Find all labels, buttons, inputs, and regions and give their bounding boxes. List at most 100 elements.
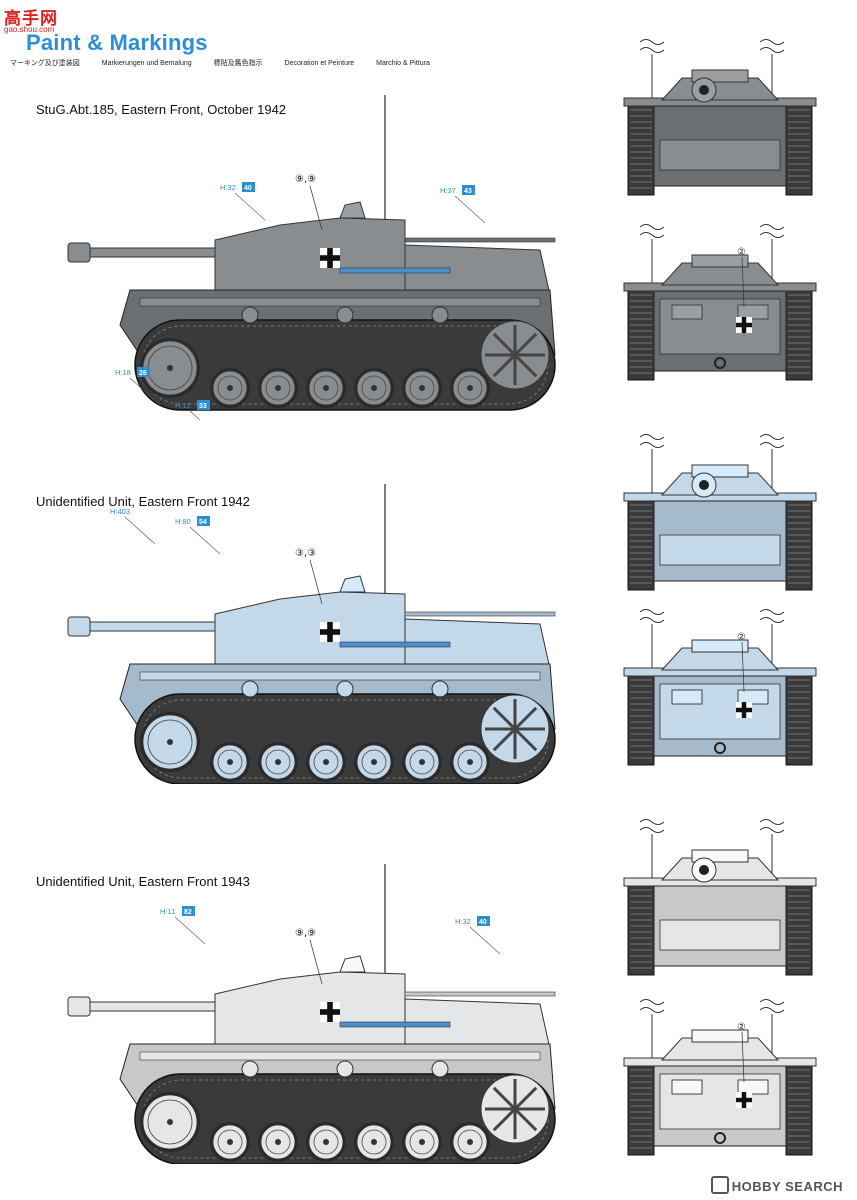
superstructure xyxy=(660,472,780,496)
road-wheel xyxy=(258,1122,298,1162)
break-mark xyxy=(639,999,665,1013)
balkenkreuz-icon xyxy=(320,622,340,642)
road-wheel xyxy=(306,742,346,782)
svg-text:40: 40 xyxy=(479,919,487,926)
paint-callout: H:37 43 xyxy=(440,185,486,224)
cupola xyxy=(339,575,366,593)
left-track xyxy=(627,494,655,591)
break-mark xyxy=(639,224,665,238)
paint-callout: H:403 xyxy=(110,507,156,545)
road-wheel xyxy=(210,742,250,782)
left-track xyxy=(627,669,655,766)
cupola xyxy=(339,201,366,219)
svg-text:43: 43 xyxy=(464,188,472,195)
svg-text:H:403: H:403 xyxy=(110,507,130,516)
drive-sprocket xyxy=(480,694,550,764)
return-roller xyxy=(431,1060,449,1078)
svg-text:82: 82 xyxy=(184,909,192,916)
hobby-search-logo-icon xyxy=(710,1176,729,1194)
road-wheel xyxy=(354,368,394,408)
svg-text:54: 54 xyxy=(199,519,207,526)
svg-text:H:37: H:37 xyxy=(440,186,456,195)
road-wheel xyxy=(402,742,442,782)
svg-text:H:32: H:32 xyxy=(455,917,471,926)
site-logo-text: 高手网 xyxy=(4,9,58,29)
subtitle-row: マーキング及び塗装図 Markierungen und Bemalung 標貼及… xyxy=(10,58,450,68)
right-track xyxy=(785,1059,813,1156)
svg-text:②: ② xyxy=(737,247,746,258)
stowage-rod xyxy=(339,1021,451,1028)
scheme-2-front-view xyxy=(622,425,818,593)
subtitle-it: Marchio & Pittura xyxy=(376,60,430,67)
road-wheel xyxy=(450,1122,490,1162)
scheme-3-title: Unidentified Unit, Eastern Front 1943 xyxy=(36,874,250,889)
scheme-3-rear-view: ② xyxy=(622,990,818,1170)
hobby-search-watermark: HOBBY SEARCH xyxy=(710,1176,843,1194)
svg-text:40: 40 xyxy=(244,185,252,192)
svg-text:26: 26 xyxy=(139,370,147,377)
superstructure xyxy=(660,647,780,671)
svg-text:H:12: H:12 xyxy=(175,401,191,410)
left-track xyxy=(627,284,655,381)
road-wheel xyxy=(306,368,346,408)
paint-callout: H:18 26 xyxy=(115,367,161,406)
svg-text:H:32: H:32 xyxy=(220,183,236,192)
road-wheel xyxy=(354,1122,394,1162)
left-track xyxy=(627,1059,655,1156)
return-roller xyxy=(336,1060,354,1078)
right-track xyxy=(785,99,813,196)
break-mark xyxy=(639,434,665,448)
break-mark xyxy=(759,224,785,238)
svg-text:③,③: ③,③ xyxy=(295,548,316,559)
scheme-3-front-view xyxy=(622,810,818,982)
road-wheel xyxy=(210,1122,250,1162)
balkenkreuz-icon xyxy=(320,1002,340,1022)
return-roller xyxy=(336,680,354,698)
break-mark xyxy=(759,39,785,53)
drive-sprocket xyxy=(480,1074,550,1144)
site-logo: 高手网 gao.shou.com xyxy=(4,4,74,36)
right-track xyxy=(785,669,813,766)
road-wheel xyxy=(140,338,200,398)
svg-text:⑨,⑨: ⑨,⑨ xyxy=(295,174,316,185)
scheme-1-front-view xyxy=(622,30,818,198)
superstructure xyxy=(660,77,780,101)
superstructure xyxy=(660,857,780,881)
svg-text:H:11: H:11 xyxy=(160,907,175,916)
break-mark xyxy=(759,434,785,448)
stowage-rod xyxy=(339,267,451,274)
subtitle-zh: 標貼及舊色指示 xyxy=(213,60,263,67)
site-logo-url: gao.shou.com xyxy=(4,25,55,34)
right-track xyxy=(785,494,813,591)
break-mark xyxy=(639,609,665,623)
cupola xyxy=(339,955,366,973)
subtitle-ja: マーキング及び塗装図 xyxy=(10,60,80,67)
svg-text:H:18: H:18 xyxy=(115,368,131,377)
superstructure xyxy=(214,971,406,1045)
return-roller xyxy=(241,1060,259,1078)
left-track xyxy=(627,879,655,976)
tow-hook xyxy=(714,357,726,369)
tow-hook xyxy=(714,1132,726,1144)
balkenkreuz-icon xyxy=(736,1092,752,1108)
superstructure xyxy=(660,262,780,286)
rear-hatches xyxy=(671,689,769,705)
rear-hatches xyxy=(671,304,769,320)
road-wheel xyxy=(450,368,490,408)
road-wheel xyxy=(450,742,490,782)
scheme-2-title: Unidentified Unit, Eastern Front 1942 xyxy=(36,494,250,509)
page-title: Paint & Markings xyxy=(26,30,208,55)
left-track xyxy=(627,99,655,196)
break-mark xyxy=(759,609,785,623)
right-track xyxy=(785,284,813,381)
superstructure xyxy=(660,1037,780,1061)
svg-text:33: 33 xyxy=(199,403,207,410)
right-track xyxy=(785,879,813,976)
stowage-rod xyxy=(339,641,451,648)
road-wheel xyxy=(140,1092,200,1152)
balkenkreuz-icon xyxy=(320,248,340,268)
scheme-1-rear-view: ② xyxy=(622,215,818,387)
return-roller xyxy=(336,306,354,324)
